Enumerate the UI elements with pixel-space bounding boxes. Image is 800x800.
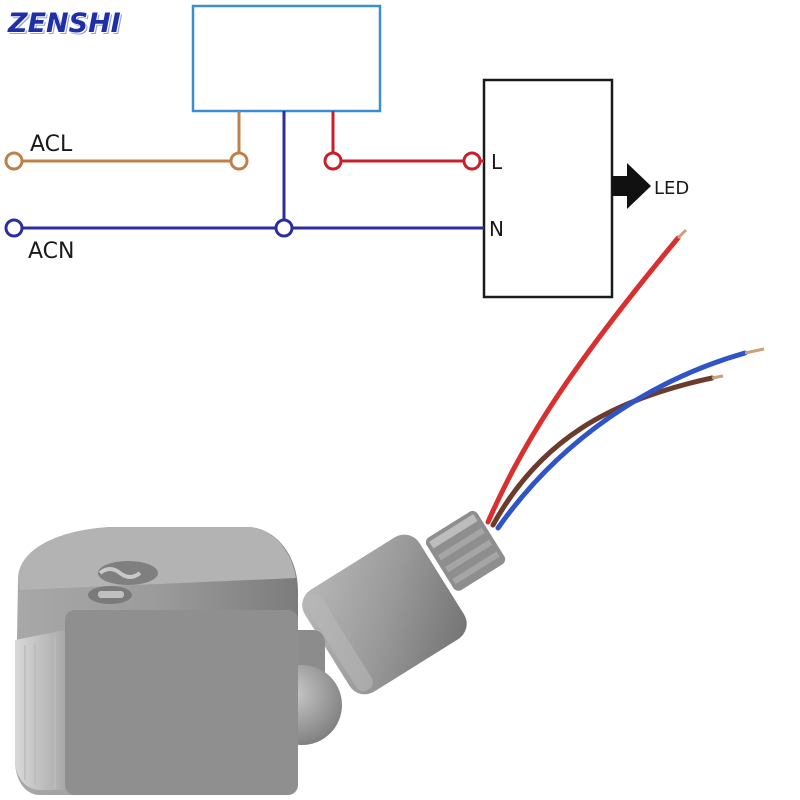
acn-junction: [274, 218, 294, 238]
red-wire: [485, 235, 681, 525]
sensor-box: [191, 4, 382, 113]
adjustment-knobs: [88, 561, 158, 604]
acn-terminal: [4, 218, 24, 238]
l-terminal: [462, 151, 482, 171]
acl-label: ACL: [30, 132, 73, 157]
l-label: L: [491, 150, 503, 174]
blue-wire: [495, 350, 748, 531]
pir-lens: [15, 630, 65, 790]
n-label: N: [489, 217, 504, 241]
driver-box: [482, 78, 614, 299]
led-label: LED: [654, 178, 689, 199]
brand-logo: ZENSHI: [8, 8, 121, 39]
l-junction: [323, 151, 343, 171]
pir-sensor-illustration: [15, 228, 765, 795]
acn-label: ACN: [28, 239, 74, 264]
brown-wire: [490, 375, 715, 528]
acl-terminal: [4, 151, 24, 171]
arrow-right-icon: [612, 163, 651, 209]
acl-junction: [229, 151, 249, 171]
